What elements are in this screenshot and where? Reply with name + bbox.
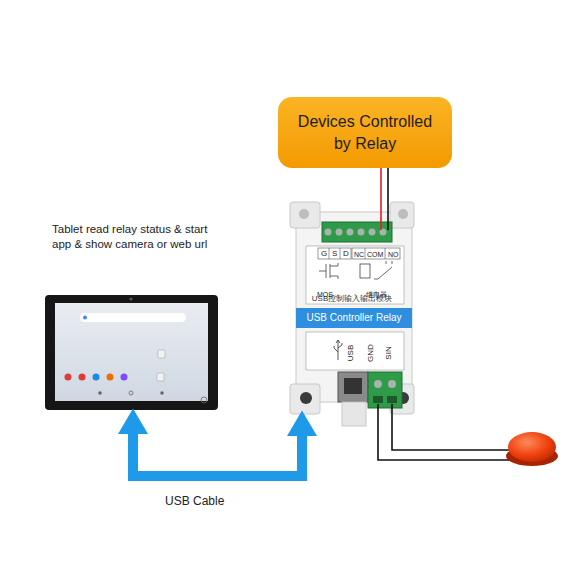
mounting-ear xyxy=(290,202,320,228)
button-wire xyxy=(378,404,510,460)
wire-stub xyxy=(380,202,382,230)
button-wire xyxy=(392,404,510,450)
app-icon xyxy=(158,350,165,358)
mounting-hole xyxy=(300,392,312,404)
terminal-opening xyxy=(387,396,397,403)
search-bar xyxy=(80,313,186,322)
relay-enclosure xyxy=(290,202,414,426)
button-cap xyxy=(508,432,556,462)
wire-stub xyxy=(387,202,389,230)
home-button xyxy=(201,397,207,403)
tablet-illustration xyxy=(45,295,218,410)
node-text: USB控制输入输出模块 xyxy=(290,293,414,304)
pin-label: USB xyxy=(347,345,355,361)
terminal-screw xyxy=(358,229,365,236)
app-icon xyxy=(93,374,100,381)
pin-label: S xyxy=(332,250,337,258)
usb-symbol xyxy=(334,340,342,360)
app-icon xyxy=(157,373,164,381)
pin-label: D xyxy=(343,250,349,258)
tablet-frame xyxy=(45,295,218,410)
mosfet-symbol xyxy=(319,263,338,279)
terminal-screw xyxy=(347,229,354,236)
tablet-device: Tablet read relay status & start app & s… xyxy=(44,222,222,412)
pin-label: NC xyxy=(354,251,364,258)
pin-box xyxy=(318,248,351,259)
usb-cable-arrow xyxy=(133,434,302,476)
tablet-camera xyxy=(129,297,132,300)
terminal-screw xyxy=(388,380,396,388)
search-icon xyxy=(83,316,87,320)
pin-label: SIN xyxy=(385,346,393,359)
app-icon xyxy=(107,374,114,381)
terminal-opening xyxy=(373,396,383,403)
pin-label: NO xyxy=(388,251,399,258)
app-icon xyxy=(79,374,86,381)
mounting-ear xyxy=(290,384,320,414)
terminal-screw xyxy=(336,229,343,236)
pin-divider xyxy=(365,248,385,259)
mounting-hole xyxy=(398,209,408,219)
device-box: Devices Controlled by Relay xyxy=(278,97,452,168)
rail-clip xyxy=(342,402,366,426)
mounting-hole xyxy=(299,209,309,219)
terminal-screw xyxy=(325,229,332,236)
usb-connector xyxy=(338,372,368,402)
label-panel xyxy=(306,332,404,370)
pin-label: COM xyxy=(367,251,383,258)
relay-switch-symbol xyxy=(374,261,392,279)
usb-port xyxy=(344,378,362,394)
module-band: USB Controller Relay xyxy=(296,308,412,328)
app-icon xyxy=(65,374,72,381)
pin-divider xyxy=(329,248,340,259)
node-text: Devices Controlled by Relay xyxy=(290,111,440,155)
tablet-screen xyxy=(55,303,208,401)
relay-wire xyxy=(380,168,382,202)
nav-button xyxy=(98,391,102,395)
edge-label: USB Cable xyxy=(165,494,224,508)
pin-label: GND xyxy=(367,344,375,362)
terminal-block xyxy=(368,372,402,408)
pin-box xyxy=(352,248,400,259)
node-text: Tablet read relay status & start app & s… xyxy=(52,222,212,252)
nav-button xyxy=(129,391,133,395)
push-button xyxy=(506,432,558,466)
app-icon xyxy=(121,374,128,381)
nav-button xyxy=(160,391,164,395)
pin-label: G xyxy=(321,250,327,258)
pin-label: 继电器 xyxy=(366,291,387,298)
pin-label: MOS xyxy=(317,291,333,298)
mounting-ear xyxy=(390,202,414,228)
relay-wire xyxy=(387,168,389,202)
relay-module: USB控制输入输出模块 USB Controller Relay xyxy=(290,202,414,414)
terminal-screw xyxy=(369,229,376,236)
relay-coil-symbol xyxy=(360,264,370,278)
terminal-screw xyxy=(374,380,382,388)
node-text: USB Controller Relay xyxy=(296,308,412,328)
